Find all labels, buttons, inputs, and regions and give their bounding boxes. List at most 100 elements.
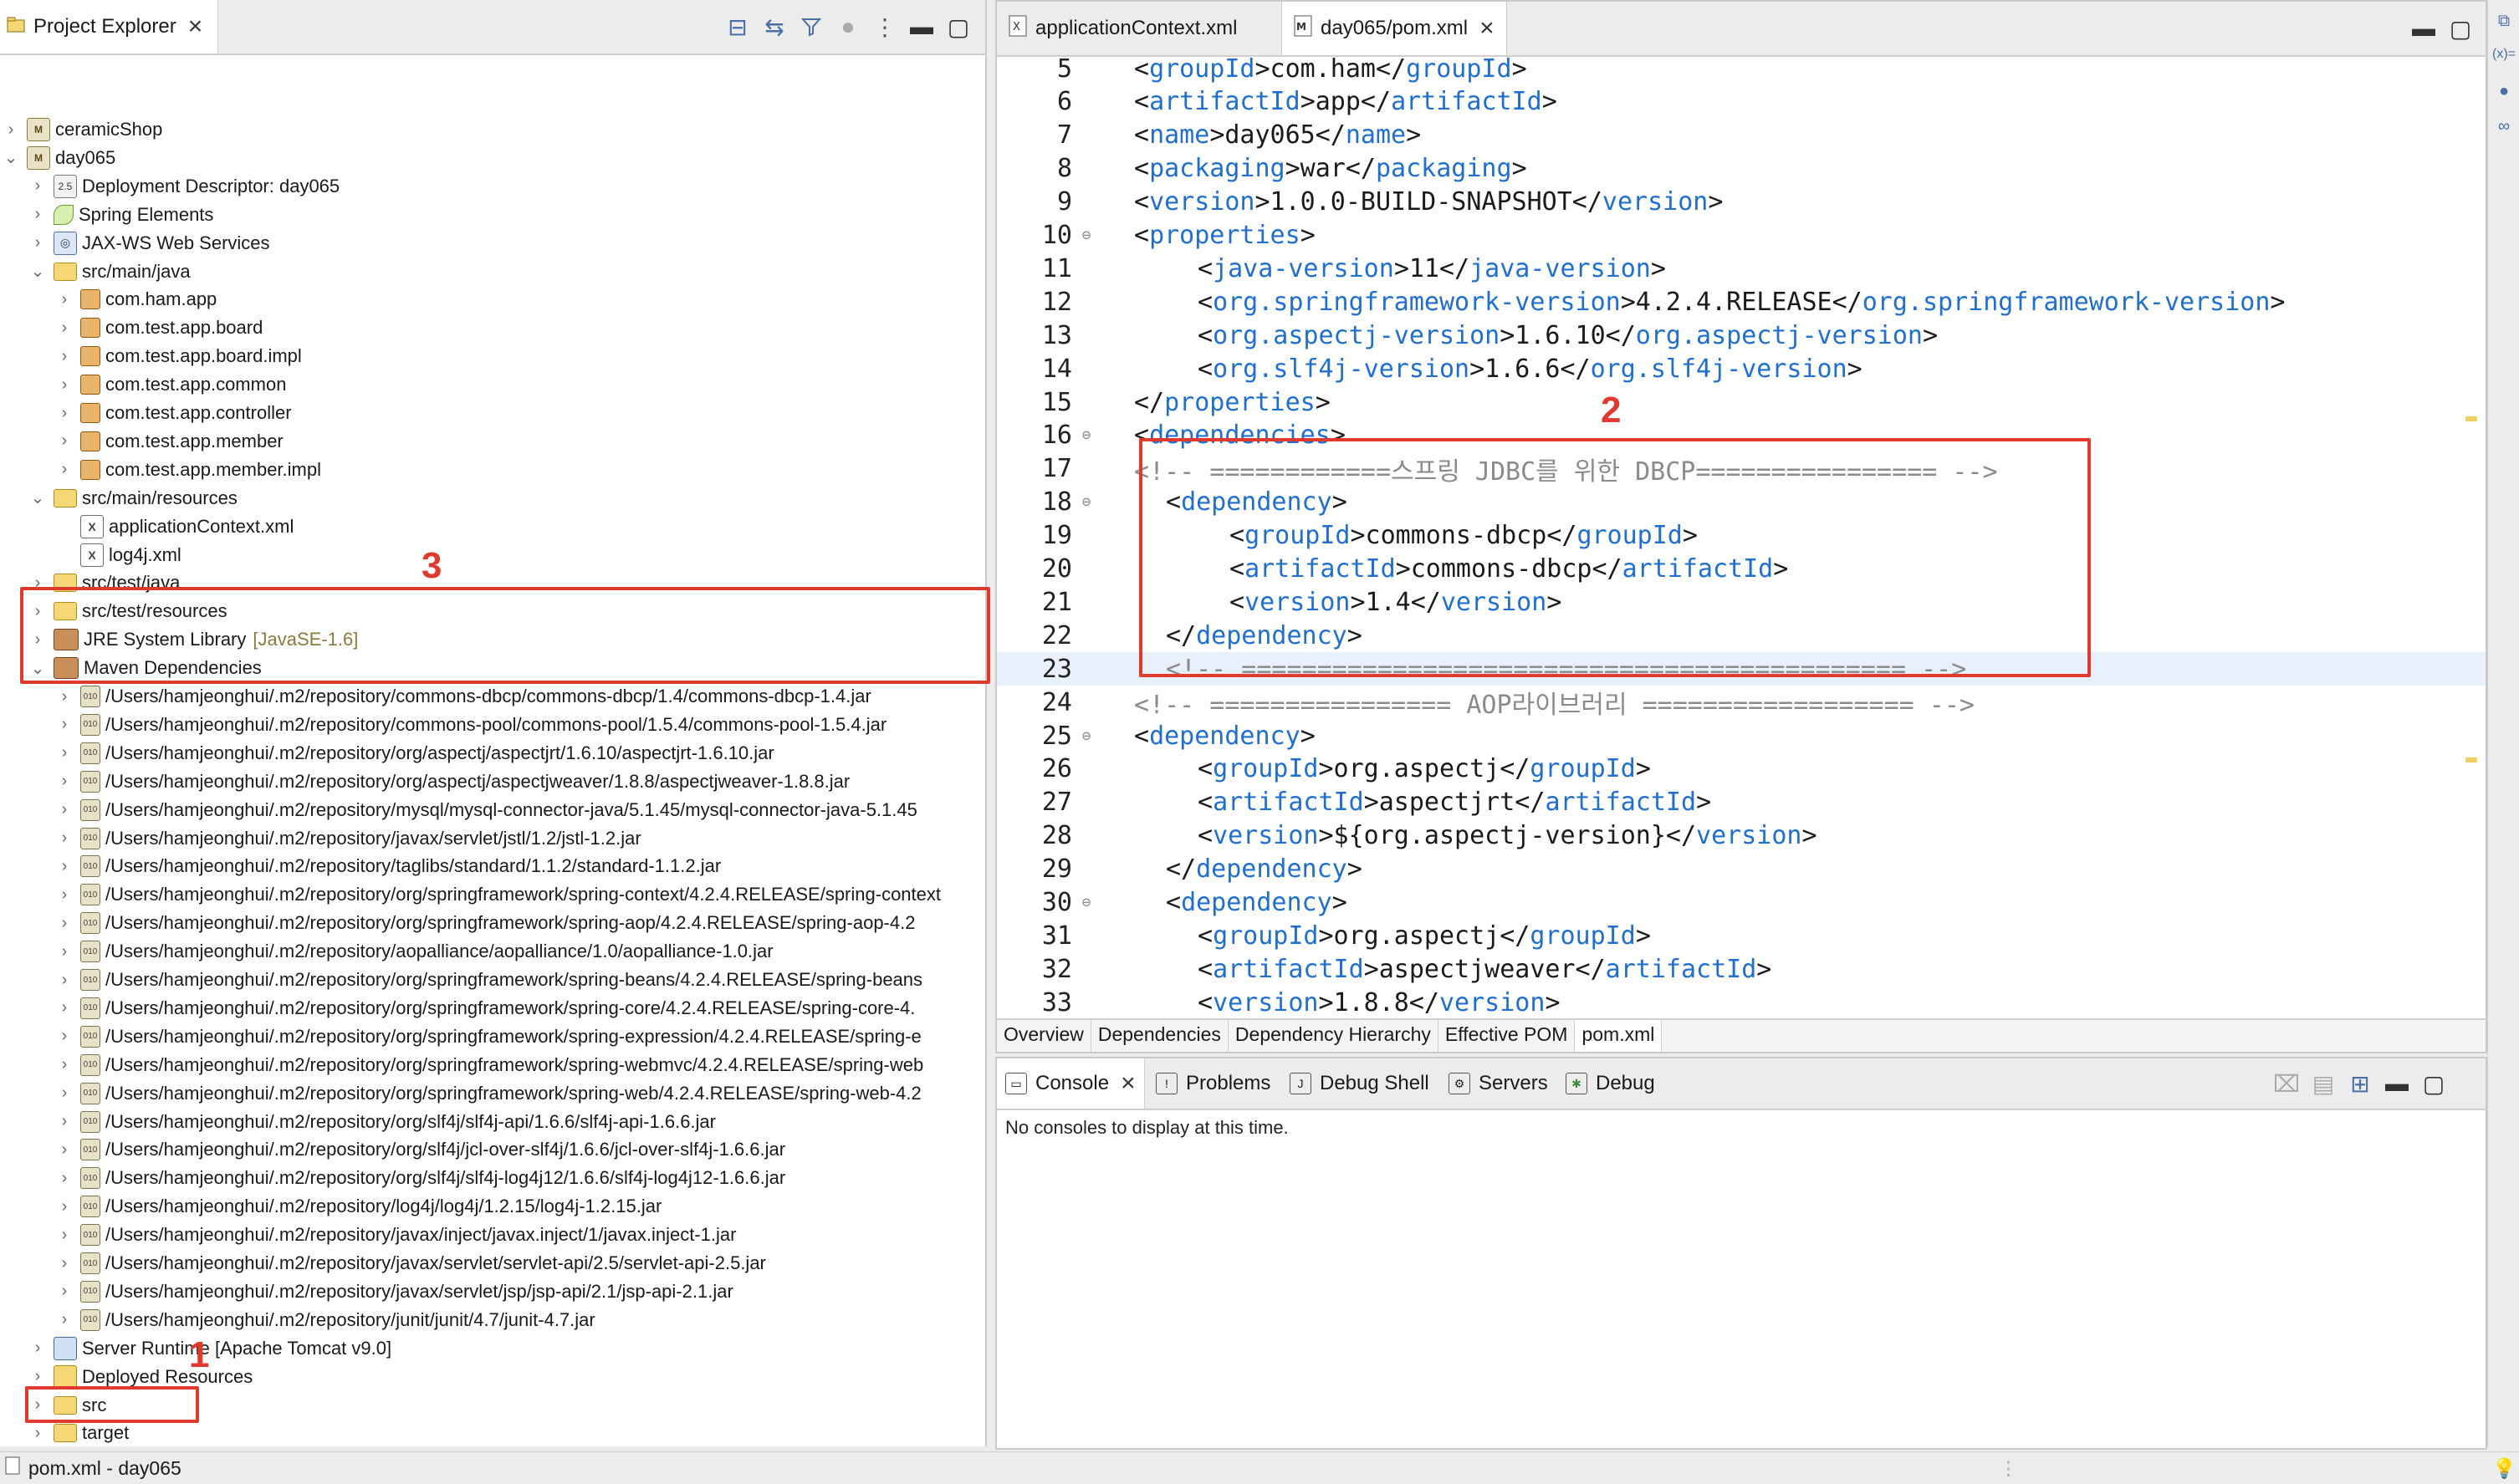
expressions-icon[interactable]: ∞: [2497, 117, 2511, 135]
chevron-down-icon[interactable]: ⌄: [3, 149, 18, 168]
chevron-right-icon[interactable]: ›: [61, 431, 68, 451]
tree-item[interactable]: ›Deployed Resources: [0, 1363, 985, 1391]
tree-item[interactable]: ›010/Users/hamjeonghui/.m2/repository/ja…: [0, 1221, 985, 1249]
code-line[interactable]: 7<name>day065</name>: [997, 119, 2486, 152]
code-line[interactable]: 33<version>1.8.8</version>: [997, 986, 2486, 1019]
tree-item[interactable]: ›com.test.app.member.impl: [0, 456, 985, 484]
tab-problems[interactable]: ! Problems: [1147, 1058, 1279, 1109]
chevron-right-icon[interactable]: ›: [34, 601, 41, 620]
tab-pom-xml[interactable]: M day065/pom.xml ×: [1281, 2, 1507, 55]
tree-item[interactable]: ›com.test.app.board.impl: [0, 342, 985, 370]
code-line[interactable]: 20<artifactId>commons-dbcp</artifactId>: [997, 553, 2486, 586]
tab-overview[interactable]: Overview: [997, 1020, 1091, 1052]
chevron-right-icon[interactable]: ›: [61, 715, 68, 734]
code-line[interactable]: 10⊖<properties>: [997, 219, 2486, 252]
tree-item[interactable]: ›010/Users/hamjeonghui/.m2/repository/or…: [0, 966, 985, 994]
tree-item[interactable]: ⌄src/main/java: [0, 258, 985, 286]
chevron-right-icon[interactable]: ›: [61, 1055, 68, 1074]
tab-console[interactable]: ▭ Console ×: [997, 1058, 1145, 1109]
code-line[interactable]: 29</dependency>: [997, 853, 2486, 886]
chevron-right-icon[interactable]: ›: [8, 120, 14, 139]
tree-item[interactable]: ›010/Users/hamjeonghui/.m2/repository/ja…: [0, 1249, 985, 1277]
code-line[interactable]: 14<org.slf4j-version>1.6.6</org.slf4j-ve…: [997, 352, 2486, 385]
tree-item[interactable]: ›010/Users/hamjeonghui/.m2/repository/lo…: [0, 1192, 985, 1221]
tree-item[interactable]: ⌄Maven Dependencies: [0, 654, 985, 682]
tree-item[interactable]: ›◎JAX-WS Web Services: [0, 229, 985, 258]
tab-pom-xml-source[interactable]: pom.xml: [1575, 1020, 1663, 1052]
chevron-right-icon[interactable]: ›: [34, 1423, 41, 1442]
collapse-all-icon[interactable]: ⊟: [728, 13, 748, 40]
chevron-right-icon[interactable]: ›: [61, 1253, 68, 1272]
minimize-icon[interactable]: ▬: [2412, 15, 2435, 41]
code-line[interactable]: 19<groupId>commons-dbcp</groupId>: [997, 519, 2486, 553]
tree-item[interactable]: ⌄src/main/resources: [0, 484, 985, 513]
code-line[interactable]: 5<groupId>com.ham</groupId>: [997, 57, 2486, 85]
chevron-right-icon[interactable]: ›: [61, 743, 68, 762]
tree-item[interactable]: ›JRE System Library[JavaSE-1.6]: [0, 625, 985, 654]
tree-item[interactable]: ›010/Users/hamjeonghui/.m2/repository/co…: [0, 711, 985, 739]
tab-debug-shell[interactable]: J Debug Shell: [1281, 1058, 1438, 1109]
chevron-down-icon[interactable]: ⌄: [30, 489, 45, 508]
tree-item[interactable]: ›010/Users/hamjeonghui/.m2/repository/co…: [0, 682, 985, 711]
code-line[interactable]: 15</properties>: [997, 385, 2486, 419]
tree-item[interactable]: ›010/Users/hamjeonghui/.m2/repository/or…: [0, 1164, 985, 1192]
tree-item[interactable]: ›com.ham.app: [0, 285, 985, 314]
chevron-right-icon[interactable]: ›: [61, 318, 68, 337]
tree-item[interactable]: ›010/Users/hamjeonghui/.m2/repository/or…: [0, 1022, 985, 1051]
chevron-right-icon[interactable]: ›: [61, 403, 68, 422]
chevron-right-icon[interactable]: ›: [61, 800, 68, 819]
code-line[interactable]: 21<version>1.4</version>: [997, 585, 2486, 619]
code-line[interactable]: 31<groupId>org.aspectj</groupId>: [997, 919, 2486, 952]
chevron-right-icon[interactable]: ›: [61, 686, 68, 706]
chevron-right-icon[interactable]: ›: [61, 970, 68, 989]
code-line[interactable]: 17<!-- ============스프링 JDBC를 위한 DBCP====…: [997, 452, 2486, 487]
tree-item[interactable]: ›src/test/resources: [0, 597, 985, 625]
code-line[interactable]: 16⊖<dependencies>: [997, 419, 2486, 452]
fold-toggle-icon[interactable]: ⊖: [1081, 493, 1091, 512]
chevron-right-icon[interactable]: ›: [61, 375, 68, 394]
tab-effective-pom[interactable]: Effective POM: [1438, 1020, 1576, 1052]
tree-item[interactable]: ›010/Users/hamjeonghui/.m2/repository/or…: [0, 739, 985, 767]
chevron-right-icon[interactable]: ›: [61, 1140, 68, 1159]
code-line[interactable]: 27<artifactId>aspectjrt</artifactId>: [997, 786, 2486, 819]
chevron-right-icon[interactable]: ›: [34, 1339, 41, 1358]
code-line[interactable]: 12<org.springframework-version>4.2.4.REL…: [997, 285, 2486, 319]
code-line[interactable]: 23<!-- =================================…: [997, 652, 2486, 686]
chevron-right-icon[interactable]: ›: [61, 829, 68, 847]
filter-icon[interactable]: [793, 10, 830, 43]
focus-icon[interactable]: ●: [841, 13, 856, 39]
tree-item[interactable]: ›010/Users/hamjeonghui/.m2/repository/or…: [0, 1051, 985, 1079]
link-with-editor-icon[interactable]: ⇆: [764, 13, 784, 40]
tree-item[interactable]: ›com.test.app.member: [0, 427, 985, 456]
code-line[interactable]: 28<version>${org.aspectj-version}</versi…: [997, 819, 2486, 853]
tab-dependencies[interactable]: Dependencies: [1091, 1020, 1229, 1052]
tree-item[interactable]: ›com.test.app.controller: [0, 399, 985, 427]
chevron-right-icon[interactable]: ›: [61, 346, 68, 365]
chevron-right-icon[interactable]: ›: [61, 1196, 68, 1216]
tree-item[interactable]: ›010/Users/hamjeonghui/.m2/repository/or…: [0, 909, 985, 937]
maximize-icon[interactable]: ▢: [947, 13, 970, 40]
close-icon[interactable]: ×: [187, 13, 203, 40]
tree-item[interactable]: ›com.test.app.common: [0, 370, 985, 399]
code-line[interactable]: 6<artifactId>app</artifactId>: [997, 85, 2486, 119]
code-line[interactable]: 11<java-version>11</java-version>: [997, 252, 2486, 285]
restore-icon[interactable]: ⧉: [2497, 12, 2511, 30]
tree-item[interactable]: ›010/Users/hamjeonghui/.m2/repository/or…: [0, 1108, 985, 1136]
tab-applicationcontext-xml[interactable]: X applicationContext.xml: [997, 2, 1249, 55]
chevron-right-icon[interactable]: ›: [61, 289, 68, 309]
maximize-icon[interactable]: ▢: [2449, 15, 2472, 42]
chevron-right-icon[interactable]: ›: [34, 233, 41, 252]
tree-item[interactable]: ›010/Users/hamjeonghui/.m2/repository/my…: [0, 796, 985, 824]
fold-toggle-icon[interactable]: ⊖: [1081, 894, 1091, 911]
code-line[interactable]: 22</dependency>: [997, 619, 2486, 652]
tree-item[interactable]: ›target: [0, 1419, 985, 1446]
open-console-icon[interactable]: ⊞: [2350, 1070, 2370, 1097]
tab-dependency-hierarchy[interactable]: Dependency Hierarchy: [1229, 1020, 1438, 1052]
chevron-right-icon[interactable]: ›: [61, 1225, 68, 1244]
minimize-icon[interactable]: ▬: [910, 13, 933, 39]
fold-toggle-icon[interactable]: ⊖: [1081, 227, 1091, 244]
